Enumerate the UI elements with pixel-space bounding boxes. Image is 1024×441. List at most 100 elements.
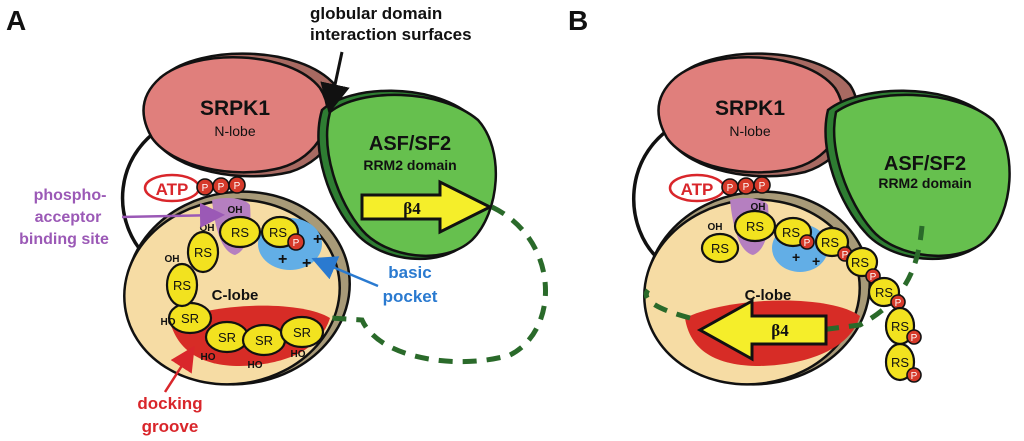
n-lobe-a: SRPK1 N-lobe	[142, 52, 344, 178]
n-lobe-b: SRPK1 N-lobe	[657, 52, 859, 178]
substrate-b: ASF/SF2 RRM2 domain	[824, 89, 1011, 261]
c-lobe-label-b: C-lobe	[745, 287, 792, 304]
substrate-a: ASF/SF2 RRM2 domain	[317, 89, 497, 261]
phospho-line1: phospho-	[34, 187, 107, 204]
basic-line2: pocket	[383, 287, 438, 306]
svg-text:RS: RS	[746, 219, 764, 234]
phospho-line2: acceptor	[35, 209, 102, 226]
docking-line2: groove	[142, 417, 199, 436]
docking-line1: docking	[137, 394, 202, 413]
plus-b2: +	[812, 253, 820, 269]
svg-text:SR: SR	[293, 325, 311, 340]
atp-b: ATP P P P	[668, 173, 771, 203]
bead-rs-b1: RS	[700, 232, 740, 264]
atp-label-b: ATP	[681, 180, 714, 199]
phospho-line3: binding site	[19, 231, 109, 248]
phospho-b1-label: P	[804, 238, 811, 249]
panel-b-label: B	[568, 5, 588, 36]
svg-text:RS: RS	[782, 225, 800, 240]
bead-rs-a2: RS	[186, 230, 220, 274]
atp-p3-a: P	[234, 181, 241, 192]
phospho-b1	[799, 234, 815, 250]
oh-a2: OH	[200, 223, 215, 234]
bead-sr-a3: SR	[241, 323, 287, 357]
plus-a1: +	[313, 231, 322, 248]
atp-p2-b: P	[743, 182, 750, 193]
bead-rs-a3: RS	[218, 215, 262, 249]
bead-rs-b2: RS	[733, 209, 777, 243]
svg-text:RS: RS	[231, 225, 249, 240]
phospho-b4-label: P	[895, 298, 902, 309]
phospho-a-label: P	[293, 238, 300, 249]
c-lobe-label-a: C-lobe	[212, 287, 259, 304]
panel-a: A SRPK1 N-lobe C-lobe ASF/SF2 RRM2 domai…	[6, 4, 549, 436]
annotation-docking: docking groove	[137, 345, 203, 436]
svg-text:SR: SR	[181, 311, 199, 326]
plus-a2: +	[278, 251, 287, 268]
phospho-b6	[906, 367, 922, 383]
globular-line1: globular domain	[310, 4, 442, 23]
ho-a4: HO	[291, 349, 306, 360]
atp-label-a: ATP	[156, 180, 189, 199]
annotation-basic: basic pocket	[311, 256, 438, 306]
substrate-name-a: ASF/SF2	[369, 133, 451, 155]
oh-a3: OH	[165, 254, 180, 265]
atp-a: ATP P P P	[143, 173, 246, 203]
phospho-b2-label: P	[842, 250, 849, 261]
bead-rs-b8: RS	[884, 342, 916, 382]
beta4-label-a: β4	[403, 199, 421, 218]
svg-text:RS: RS	[194, 245, 212, 260]
phospho-b3-label: P	[870, 272, 877, 283]
substrate-domain-a: RRM2 domain	[363, 157, 456, 173]
svg-text:RS: RS	[269, 225, 287, 240]
beta4-arrow-b: β4	[696, 298, 828, 362]
phospho-b6-label: P	[911, 371, 918, 382]
atp-p1-a: P	[202, 183, 209, 194]
dashed-linker-b	[643, 225, 925, 338]
svg-text:RS: RS	[821, 235, 839, 250]
beta4-arrow-a: β4	[360, 179, 494, 235]
rs-chain-b: RS RS RS P RS P RS P RS P RS P RS P + + …	[700, 202, 922, 383]
panel-b: B SRPK1 N-lobe C-lobe ASF/SF2 RRM2 domai…	[568, 5, 1011, 386]
phospho-b5	[906, 329, 922, 345]
svg-text:RS: RS	[173, 278, 191, 293]
bead-rs-b5: RS	[845, 246, 879, 278]
kinase-name-a: SRPK1	[200, 97, 270, 120]
ho-a1: HO	[161, 317, 176, 328]
oh-b2: OH	[708, 222, 723, 233]
rs-chain-a: SR SR SR SR RS RS RS RS P + + + OH OH OH…	[161, 205, 325, 371]
atp-p3-b: P	[759, 181, 766, 192]
svg-text:RS: RS	[891, 355, 909, 370]
svg-text:RS: RS	[875, 285, 893, 300]
phospho-a	[287, 233, 305, 251]
ho-a2: HO	[201, 352, 216, 363]
basic-line1: basic	[388, 263, 431, 282]
substrate-name-b: ASF/SF2	[884, 153, 966, 175]
globular-line2: interaction surfaces	[310, 25, 472, 44]
svg-text:RS: RS	[891, 319, 909, 334]
phospho-b5-label: P	[911, 333, 918, 344]
atp-p1-b: P	[727, 183, 734, 194]
svg-text:RS: RS	[711, 241, 729, 256]
bead-sr-a4: SR	[279, 315, 325, 349]
bead-rs-a1: RS	[165, 262, 199, 308]
atp-p2-a: P	[218, 182, 225, 193]
ho-a3: HO	[248, 360, 263, 371]
oh-b1: OH	[751, 202, 766, 213]
beta4-label-b: β4	[771, 321, 789, 340]
plus-b1: +	[792, 249, 800, 265]
n-lobe-label-b: N-lobe	[729, 123, 770, 139]
annotation-globular: globular domain interaction surfaces	[310, 4, 472, 114]
panel-a-label: A	[6, 5, 26, 36]
plus-a3: +	[302, 255, 311, 272]
substrate-domain-b: RRM2 domain	[878, 175, 971, 191]
annotation-phospho: phospho- acceptor binding site	[19, 187, 225, 248]
svg-text:SR: SR	[218, 330, 236, 345]
svg-text:SR: SR	[255, 333, 273, 348]
svg-text:RS: RS	[851, 255, 869, 270]
oh-a1: OH	[228, 205, 243, 216]
kinase-name-b: SRPK1	[715, 97, 785, 120]
bead-sr-a2: SR	[204, 320, 250, 354]
n-lobe-label-a: N-lobe	[214, 123, 255, 139]
